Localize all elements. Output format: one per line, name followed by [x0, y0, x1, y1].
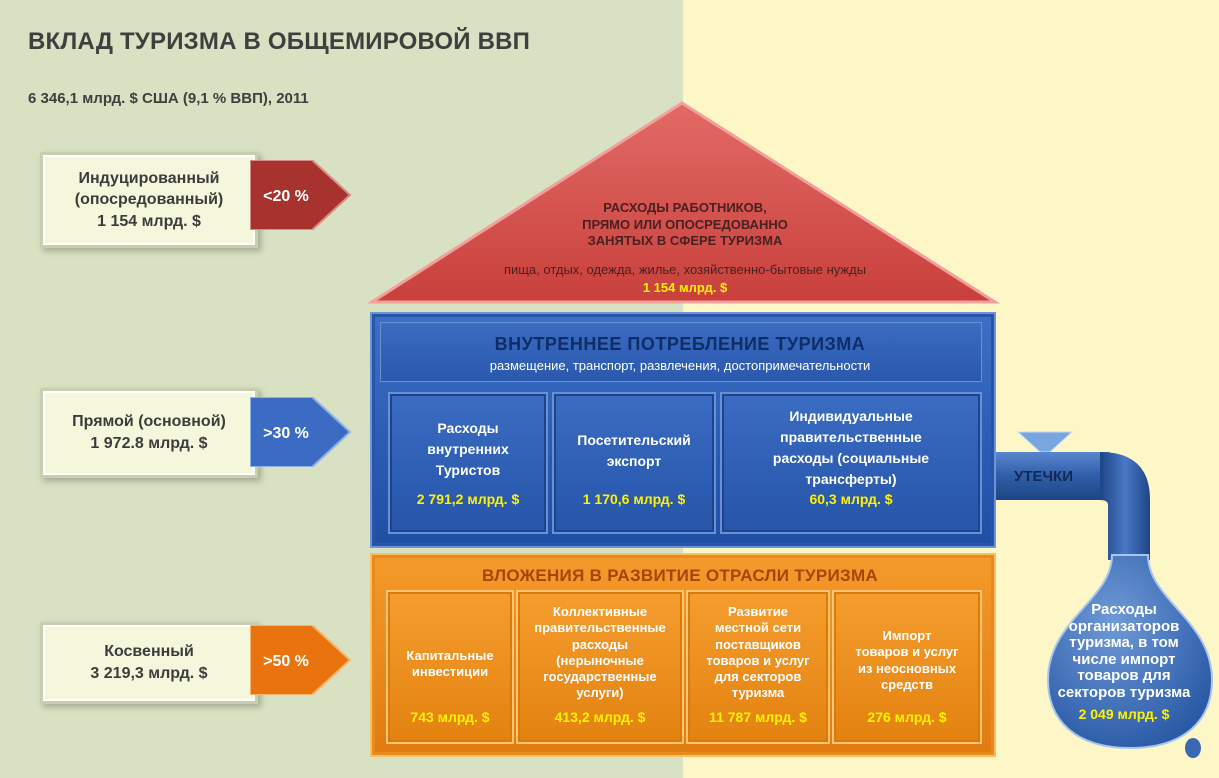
cell-line: из неосновных [857, 660, 957, 676]
drop-text: Расходы организаторов туризма, в том чис… [1040, 601, 1208, 701]
side-box-indirect: Косвенный 3 219,3 млрд. $ [40, 622, 258, 704]
side-box-line: 1 972.8 млрд. $ [90, 435, 208, 452]
cell-line: местной сети [714, 620, 802, 636]
cell-line: Расходы [437, 420, 499, 436]
roof-title-line: ЗАНЯТЫХ В СФЕРЕ ТУРИЗМА [587, 233, 783, 249]
drop-line: туризма, в том [1069, 634, 1179, 651]
side-box-line: (опосредованный) [74, 191, 224, 209]
cell-line: для секторов [714, 669, 802, 684]
leaks-label: УТЕЧКИ [1014, 468, 1073, 485]
investment-title: ВЛОЖЕНИЯ В РАЗВИТИЕ ОТРАСЛИ ТУРИЗМА [482, 566, 878, 585]
arrow-pct: >50 % [263, 653, 309, 670]
cell-line: средств [880, 676, 934, 692]
cell-value: 276 млрд. $ [867, 708, 947, 725]
arrow-pct: >30 % [263, 425, 309, 442]
cell-line: Капитальные [406, 648, 494, 663]
cell-value: 743 млрд. $ [410, 708, 490, 725]
arrow-direct: >30 % [249, 396, 352, 468]
cell-capital-investment: Капитальные инвестиции 743 млрд. $ [386, 590, 514, 744]
side-box-induced: Индуцированный (опосредованный) 1 154 мл… [40, 152, 258, 248]
cell-collective-government: Коллективные правительственные расходы (… [516, 590, 684, 744]
drop-line: секторов туризма [1057, 683, 1191, 701]
cell-government-expenses: Индивидуальные правительственные расходы… [720, 392, 982, 534]
cell-value: 60,3 млрд. $ [809, 491, 893, 507]
cell-domestic-tourists: Расходы внутренних Туристов 2 791,2 млрд… [388, 392, 548, 534]
pipe-elbow [1100, 452, 1150, 560]
cell-line: Коллективные [552, 604, 648, 619]
roof-value: 1 154 млрд. $ [642, 280, 728, 295]
side-box-line: Прямой (основной) [72, 413, 226, 431]
drop-value: 2 049 млрд. $ [1078, 706, 1170, 722]
domestic-consumption-subtitle: размещение, транспорт, развлечения, дост… [489, 358, 871, 373]
cell-line: экспорт [606, 453, 662, 469]
drop-line: числе импорт [1072, 650, 1176, 668]
side-box-line: 1 154 млрд. $ [97, 212, 201, 230]
roof-title-line: РАСХОДЫ РАБОТНИКОВ, [603, 200, 767, 215]
cell-line: трансферты) [805, 471, 897, 487]
roof-title: РАСХОДЫ РАБОТНИКОВ, ПРЯМО ИЛИ ОПОСРЕДОВА… [380, 200, 990, 250]
cell-import: Импорт товаров и услуг из неосновных сре… [832, 590, 982, 744]
page-subtitle: 6 346,1 млрд. $ США (9,1 % ВВП), 2011 [28, 90, 309, 107]
cell-visitor-export: Посетительский экспорт 1 170,6 млрд. $ [552, 392, 716, 534]
cell-line: услуги) [576, 685, 624, 701]
drop-line: товаров для [1077, 667, 1171, 684]
roof-title-line: ПРЯМО ИЛИ ОПОСРЕДОВАННО [582, 216, 788, 232]
cell-value: 413,2 млрд. $ [554, 708, 646, 725]
cell-line: Посетительский [577, 432, 691, 448]
cell-value: 1 170,6 млрд. $ [582, 491, 686, 507]
cell-line: расходы (социальные [772, 450, 930, 466]
page-title: ВКЛАД ТУРИЗМА В ОБЩЕМИРОВОЙ ВВП [28, 28, 531, 55]
cell-value: 11 787 млрд. $ [709, 708, 807, 725]
small-drop-shape [1185, 738, 1201, 758]
drop-shape [1046, 554, 1214, 750]
cell-line: Развитие [728, 604, 788, 619]
cell-line: внутренних [427, 441, 509, 457]
cell-line: расходы [571, 636, 629, 652]
side-box-line: 3 219,3 млрд. $ [90, 665, 208, 682]
cell-line: правительственные [534, 620, 666, 636]
domestic-consumption-title: ВНУТРЕННЕЕ ПОТРЕБЛЕНИЕ ТУРИЗМА [494, 334, 866, 354]
cell-line: правительственные [780, 429, 922, 445]
cell-line: товаров и услуг [855, 644, 959, 660]
arrow-pct: <20 % [263, 188, 309, 205]
cell-line: туризма [731, 685, 785, 701]
cell-line: государственные [543, 669, 657, 684]
roof-shape [366, 101, 1001, 304]
drop-line: Расходы [1091, 601, 1157, 618]
side-box-line: Индуцированный [78, 169, 220, 187]
arrow-indirect: >50 % [249, 624, 352, 696]
cell-supplier-network: Развитие местной сети поставщиков товаро… [686, 590, 830, 744]
pipe-horizontal [992, 452, 1110, 500]
roof-subtitle: пища, отдых, одежда, жилье, хозяйственно… [503, 262, 867, 277]
cell-value: 2 791,2 млрд. $ [416, 491, 520, 507]
cell-line: (нерыночные [556, 652, 644, 668]
side-box-line: Косвенный [104, 643, 194, 661]
arrow-induced: <20 % [249, 159, 352, 231]
cell-line: Импорт [882, 628, 932, 643]
drop-line: организаторов [1068, 617, 1180, 635]
domestic-consumption-header [380, 322, 982, 382]
cell-line: поставщиков [715, 636, 801, 652]
cell-line: товаров и услуг [706, 652, 810, 668]
cell-line: инвестиции [411, 664, 489, 680]
side-box-direct: Прямой (основной) 1 972.8 млрд. $ [40, 388, 258, 478]
cell-line: Туристов [435, 462, 501, 478]
cell-line: Индивидуальные [789, 408, 913, 424]
funnel-shape [1016, 431, 1074, 453]
